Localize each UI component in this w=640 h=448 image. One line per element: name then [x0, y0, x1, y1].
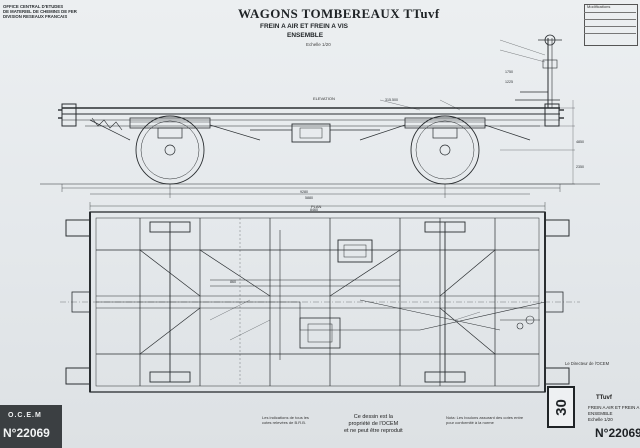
- reference-block: [0, 405, 62, 448]
- dimension-d6: 860: [230, 280, 236, 284]
- dimension-d1: 5880: [305, 196, 313, 200]
- side-block-code: TTuvf: [596, 395, 612, 401]
- side-block-lines: FREIN A AIR ET FREIN A VIS ENSEMBLE Eche…: [588, 405, 640, 422]
- reference-number: N°22069: [3, 426, 50, 440]
- drawing-subtitle-assembly: ENSEMBLE: [287, 32, 324, 39]
- plan-view: [60, 202, 580, 393]
- drawing-title: WAGONS TOMBEREAUX TTuvf: [238, 6, 440, 21]
- office-header: OFFICE CENTRAL D'ETUDES DE MATERIEL DE C…: [3, 4, 77, 20]
- sheet-number-stamp: 30: [547, 386, 575, 428]
- reference-number-right: N°22069: [595, 426, 640, 440]
- revision-row: [584, 12, 636, 13]
- dimension-d4: 1750: [505, 70, 513, 74]
- dimension-d2: 4850: [576, 140, 584, 144]
- right-note: Nota: Les boulons assurant des cotes ent…: [446, 415, 524, 425]
- revision-row: [584, 33, 636, 34]
- dimension-d3: 2350: [576, 165, 584, 169]
- sheet-number: 30: [552, 398, 570, 416]
- drawing-subtitle-brakes: FREIN A AIR ET FREIN A VIS: [260, 23, 348, 30]
- revision-row: [584, 19, 636, 20]
- director-label: Le Directeur de l'OCEM: [565, 361, 610, 366]
- dimension-d5: 1225: [505, 80, 513, 84]
- plan-label: PLAN: [311, 204, 322, 209]
- revision-table-title: Modifications: [587, 4, 611, 9]
- revision-table: [584, 4, 638, 46]
- dimension-d7: 315.500: [385, 98, 398, 102]
- ownership-note: Ce dessin est la propriété de l'OCEM et …: [344, 414, 403, 434]
- dimension-overall-plan: 8460: [310, 208, 318, 212]
- elevation-label: ELEVATION: [313, 96, 335, 101]
- revision-row: [584, 26, 636, 27]
- drawing-scale: Echelle 1/20: [306, 42, 331, 47]
- reference-label: O.C.E.M: [8, 412, 42, 419]
- dimension-overall-elev: 9280: [300, 190, 308, 194]
- elevation-view: [40, 34, 600, 198]
- bottom-note: Les indications de tous les cotes relevé…: [262, 415, 309, 425]
